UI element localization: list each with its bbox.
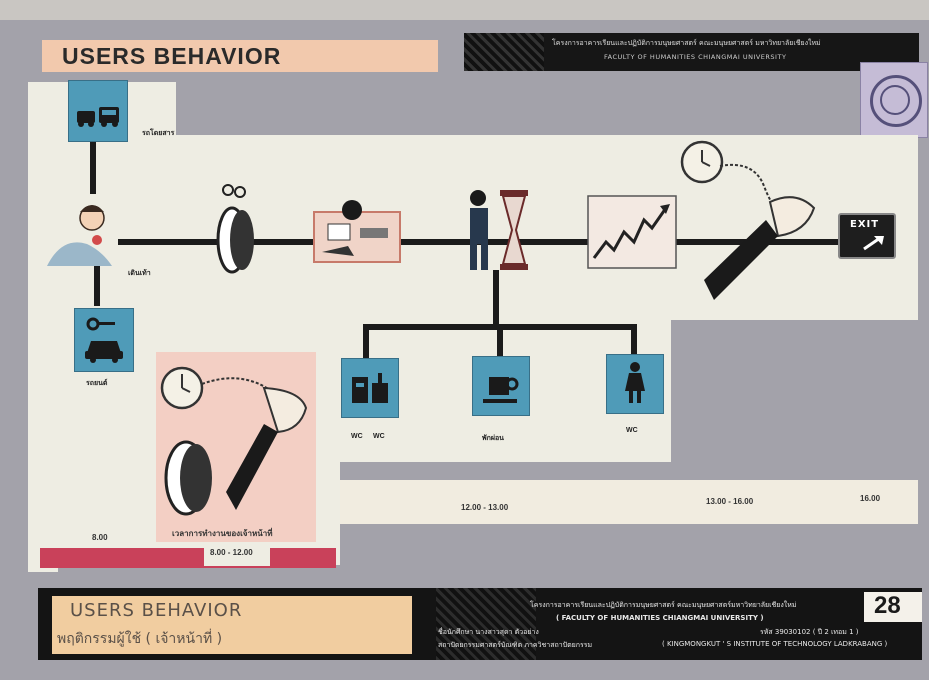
connector-car — [94, 266, 100, 306]
page-title: USERS BEHAVIOR — [62, 43, 282, 69]
footer-student-line: ชื่อนักศึกษา นางสาวสุดา ตัวอย่าง — [438, 628, 539, 636]
watch-and-hand-icon — [160, 366, 308, 516]
coffee-tile — [472, 356, 530, 416]
header-project-line: โครงการอาคารเรียนและปฏิบัติการมนุษยศาสตร… — [552, 39, 821, 47]
woman-icon — [625, 362, 645, 403]
wc-gift-icon — [352, 373, 388, 403]
woman-wc-tile — [606, 354, 664, 414]
header-faculty-line: FACULTY OF HUMANITIES CHIANGMAI UNIVERSI… — [604, 53, 787, 61]
time-chip — [204, 542, 270, 566]
connector-coffee — [497, 324, 503, 358]
time-13-to-16: 13.00 - 16.00 — [706, 497, 754, 506]
time-bar-red — [40, 548, 336, 568]
footer-pattern — [436, 588, 536, 660]
wc-label-right: WC — [373, 433, 385, 440]
rising-graph-icon — [587, 195, 677, 269]
footer-title-box: USERS BEHAVIOR พฤติกรรมผู้ใช้ ( เจ้าหน้า… — [52, 596, 412, 654]
time-12-to-13: 12.00 - 13.00 — [461, 503, 509, 512]
footer-faculty-line: ( FACULTY OF HUMANITIES CHIANGMAI UNIVER… — [556, 614, 764, 622]
exit-label: EXIT — [850, 219, 880, 230]
sleeping-person-icon — [47, 205, 112, 266]
man-hourglass-icon — [470, 190, 528, 270]
wc-label-left: WC — [351, 433, 363, 440]
time-16-00: 16.00 — [860, 494, 881, 503]
pink-caption: เวลาการทำงานของเจ้าหน้าที่ — [172, 529, 273, 538]
hand-pocket-watch-icon — [680, 140, 816, 300]
title-banner: USERS BEHAVIOR — [42, 40, 438, 72]
connector-wc — [363, 324, 369, 360]
seal-inner-icon — [880, 85, 910, 115]
woman-wc-label: WC — [626, 427, 638, 434]
bus-car-icon — [77, 107, 119, 127]
top-strip — [0, 0, 929, 20]
pocket-watch-icon — [216, 184, 254, 274]
page-number: 28 — [874, 592, 901, 619]
footer-title-en: USERS BEHAVIOR — [70, 600, 243, 621]
desk-work-icon — [313, 200, 401, 263]
page-number-box: 28 — [864, 592, 922, 622]
car-tile — [74, 308, 134, 372]
footer-advisor-line: สถาปัตยกรรมศาสตร์บัณฑิต ภาควิชาสถาปัตยกร… — [438, 641, 593, 649]
afternoon-time-strip — [340, 480, 918, 524]
bus-label: รถโดยสาร — [142, 130, 175, 137]
connector-woman — [631, 324, 637, 358]
connector-branch — [493, 270, 499, 328]
footer-project-line: โครงการอาคารเรียนและปฏิบัติการมนุษยศาสตร… — [530, 601, 797, 609]
footer-title-th: พฤติกรรมผู้ใช้ ( เจ้าหน้าที่ ) — [57, 631, 223, 647]
time-8-to-12: 8.00 - 12.00 — [210, 548, 253, 557]
header-pattern — [464, 33, 544, 71]
exit-arrow-icon — [863, 236, 884, 251]
header-block: โครงการอาคารเรียนและปฏิบัติการมนุษยศาสตร… — [464, 33, 919, 71]
key-car-icon — [85, 317, 123, 363]
connector-bus — [90, 142, 96, 194]
coffee-cup-icon — [483, 377, 519, 403]
car-label: รถยนต์ — [86, 380, 108, 387]
seal-ring-icon — [870, 75, 922, 127]
exit-sign: EXIT — [838, 213, 896, 259]
footer-institute-line: ( KINGMONGKUT ' S INSTITUTE OF TECHNOLOG… — [662, 640, 888, 648]
time-8-00: 8.00 — [92, 533, 108, 542]
footer-id-line: รหัส 39030102 ( ปี 2 เทอม 1 ) — [760, 628, 859, 636]
bus-tile — [68, 80, 128, 142]
university-seal — [860, 62, 928, 138]
person-label: เดินเท้า — [128, 270, 151, 277]
wc-tile — [341, 358, 399, 418]
coffee-label: พักผ่อน — [482, 435, 504, 442]
